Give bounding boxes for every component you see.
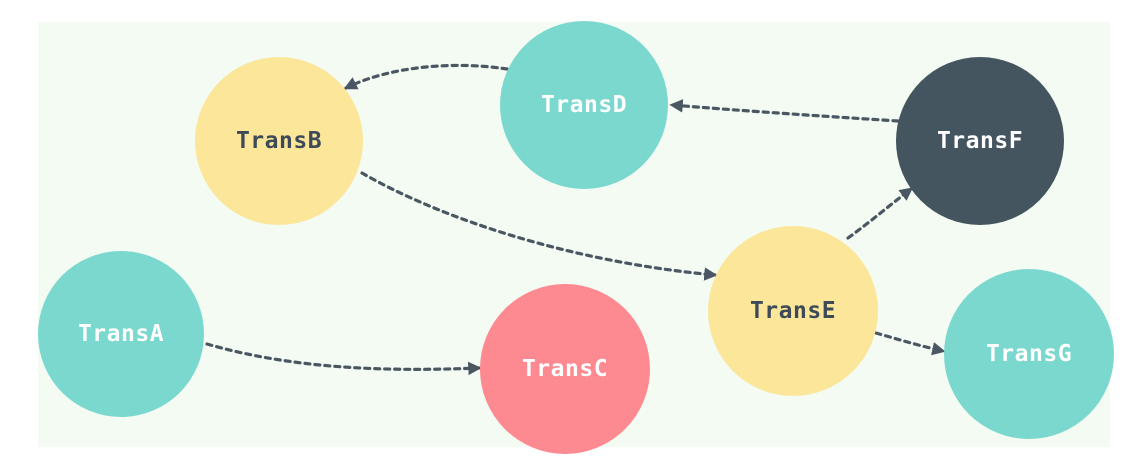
node-transg-label: TransG	[985, 341, 1073, 367]
node-transf: TransF	[896, 57, 1064, 225]
edge-transd-transb	[343, 63, 509, 90]
edge-transe-transg	[874, 331, 946, 356]
node-transg: TransG	[944, 269, 1114, 439]
edge-transe-transf	[846, 187, 914, 240]
node-transa-label: TransA	[77, 321, 165, 347]
node-transb-label: TransB	[235, 128, 323, 154]
node-transa: TransA	[38, 251, 204, 417]
node-transc-label: TransC	[521, 356, 609, 382]
node-transb: TransB	[195, 57, 363, 225]
edge-transa-transc	[205, 342, 482, 376]
node-transc: TransC	[480, 284, 650, 454]
node-transe-label: TransE	[749, 298, 837, 324]
node-transe: TransE	[708, 226, 878, 396]
edge-transb-transe	[360, 171, 718, 281]
node-transd-label: TransD	[540, 92, 628, 118]
node-transd: TransD	[500, 21, 668, 189]
node-transf-label: TransF	[936, 128, 1024, 154]
edge-transf-transd	[669, 99, 900, 123]
